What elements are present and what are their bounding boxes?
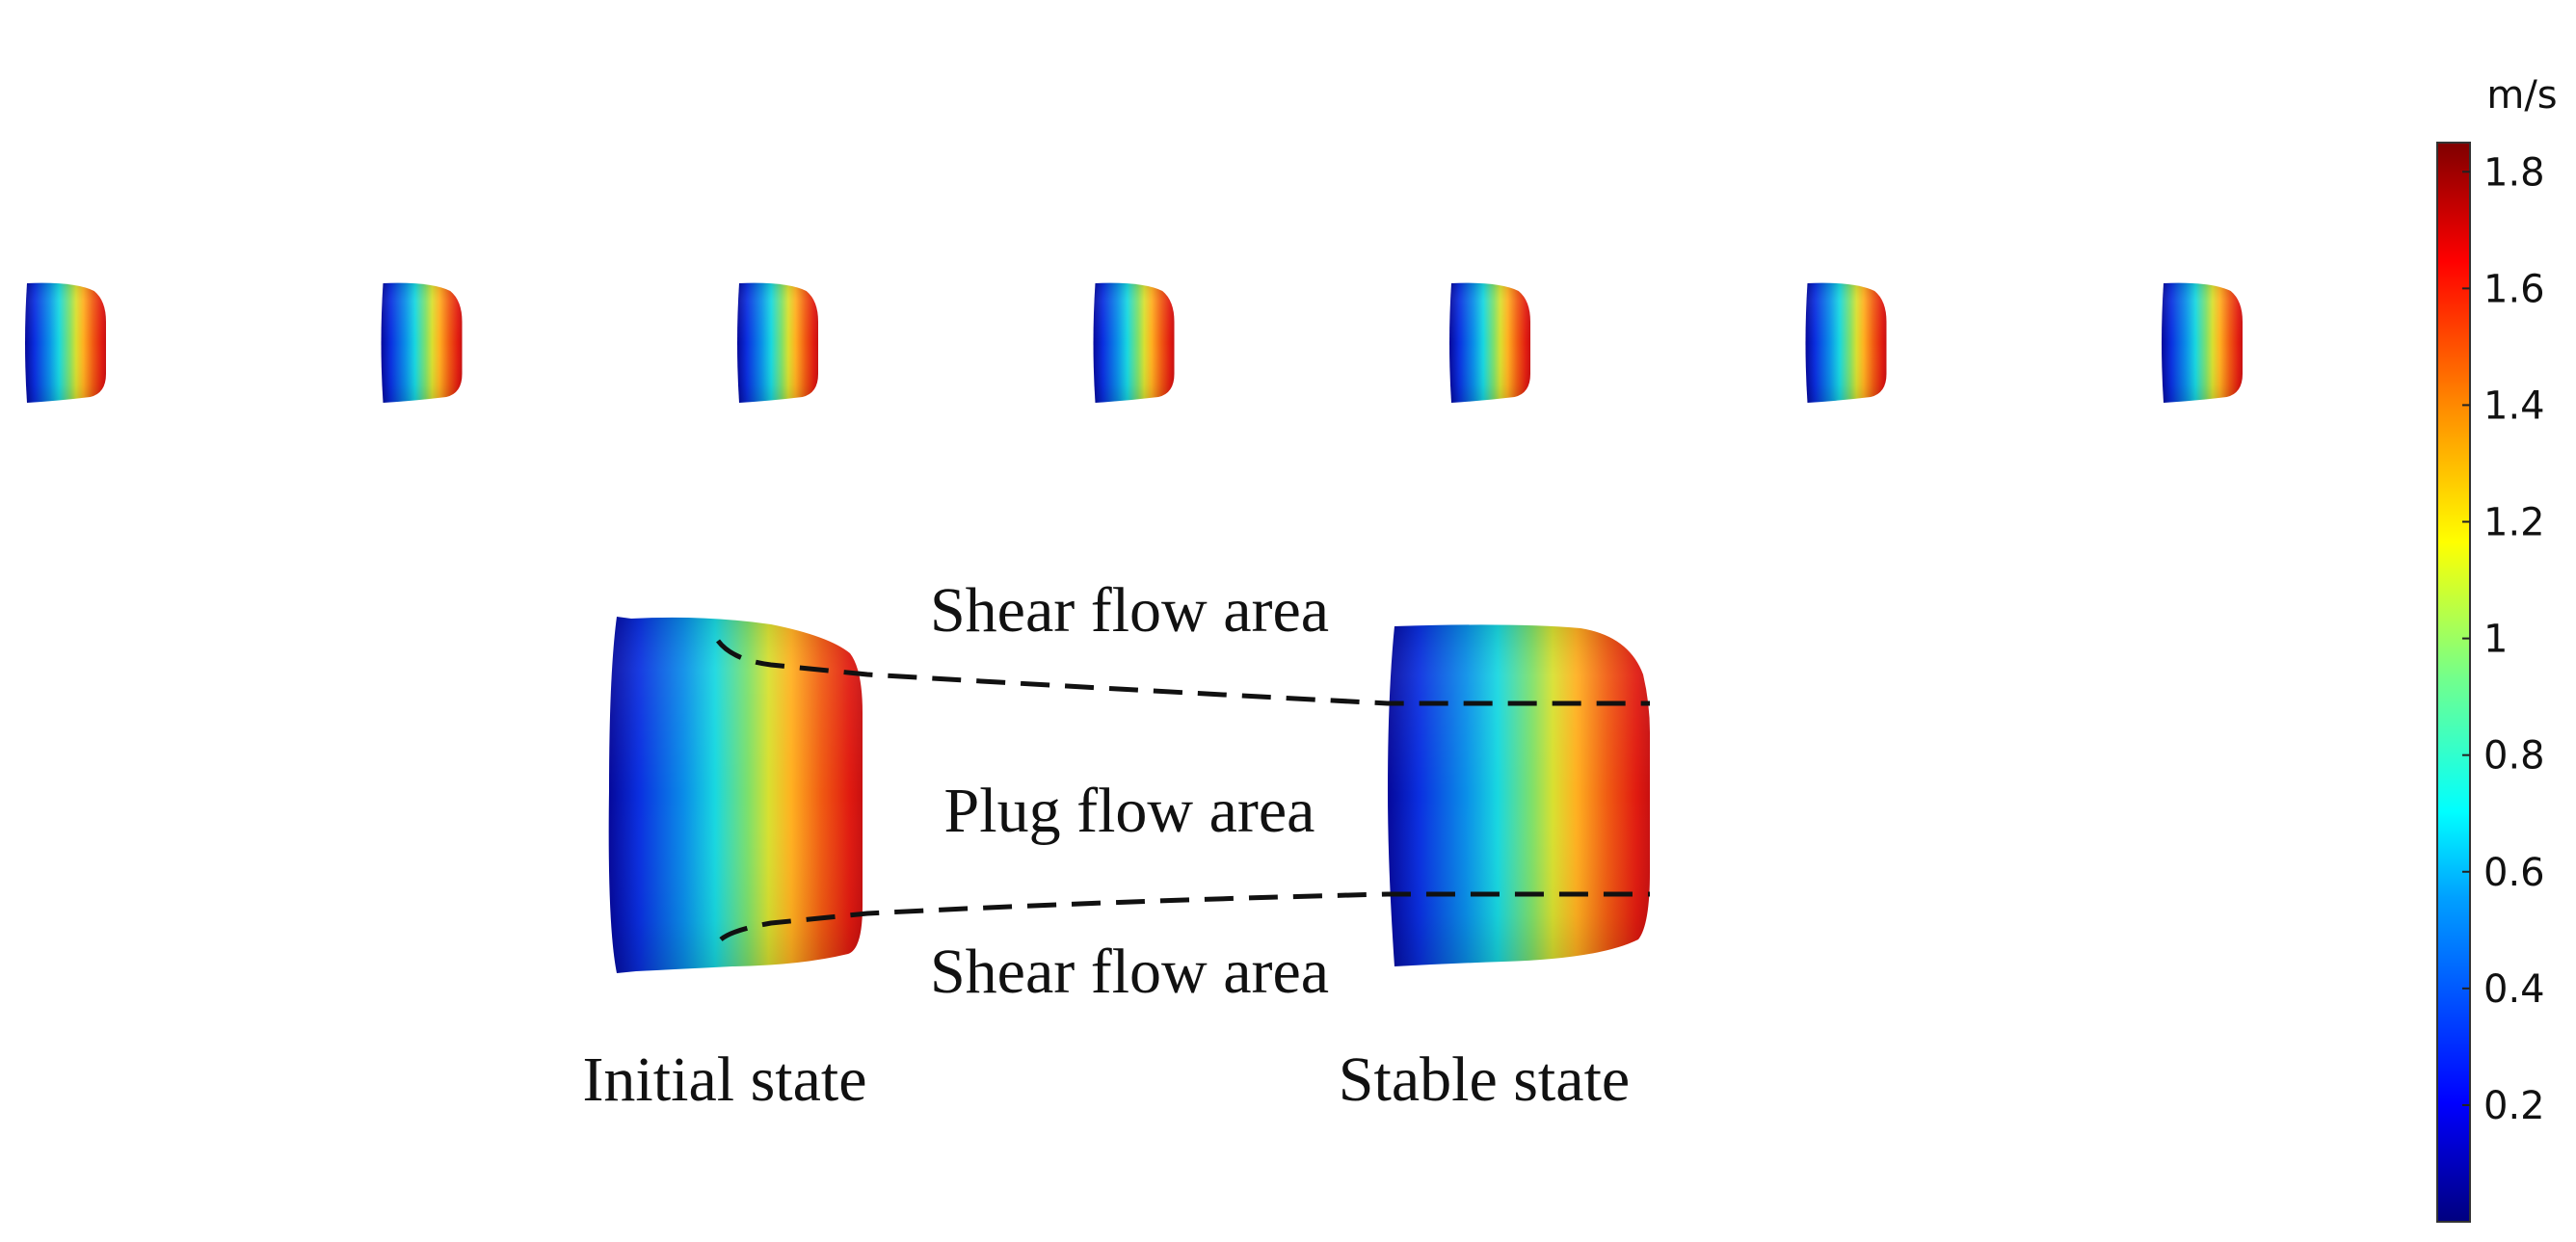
boundary-bottom-curve	[719, 891, 1650, 942]
label-stable-state: Stable state	[1339, 1044, 1630, 1115]
small-slug-shading	[2162, 282, 2243, 403]
label-shear-bottom: Shear flow area	[930, 937, 1329, 1007]
small-slug-shading	[1093, 282, 1175, 403]
colorbar-tick-label: 1.2	[2483, 501, 2545, 545]
colorbar-tick-label: 0.6	[2483, 851, 2545, 895]
slug-initial-state	[608, 617, 863, 973]
small-slug-shading	[25, 282, 106, 403]
boundary-top-curve	[716, 639, 1650, 706]
colorbar-tick-label: 0.4	[2483, 967, 2545, 1012]
small-slug-shading	[1449, 282, 1530, 403]
colorbar-gradient	[2436, 142, 2471, 1223]
colorbar-tick-label: 1.8	[2483, 150, 2545, 195]
colorbar-tick-label: 0.8	[2483, 734, 2545, 779]
colorbar-tick-label: 1	[2483, 618, 2508, 662]
small-slug-shading	[1805, 282, 1887, 403]
label-plug: Plug flow area	[944, 776, 1315, 846]
label-initial-state: Initial state	[582, 1044, 866, 1115]
flow-boundaries	[716, 639, 1650, 942]
colorbar-tick-label: 1.4	[2483, 383, 2545, 428]
colorbar: m/s 1.8 1.6 1.4 1.2 1 0.8 0.6 0.4 0.2	[2436, 73, 2558, 1223]
colorbar-ticks: 1.8 1.6 1.4 1.2 1 0.8 0.6 0.4 0.2	[2462, 150, 2545, 1128]
slug-sequence	[25, 282, 2243, 403]
label-shear-top: Shear flow area	[930, 575, 1329, 646]
slug-stable-state	[1388, 624, 1650, 966]
colorbar-tick-label: 1.6	[2483, 267, 2545, 311]
small-slug-shading	[381, 282, 463, 403]
colorbar-unit: m/s	[2486, 73, 2557, 118]
annotations: Shear flow area Plug flow area Shear flo…	[582, 575, 1630, 1115]
small-slug-shading	[737, 282, 818, 403]
colorbar-tick-label: 0.2	[2483, 1084, 2545, 1128]
